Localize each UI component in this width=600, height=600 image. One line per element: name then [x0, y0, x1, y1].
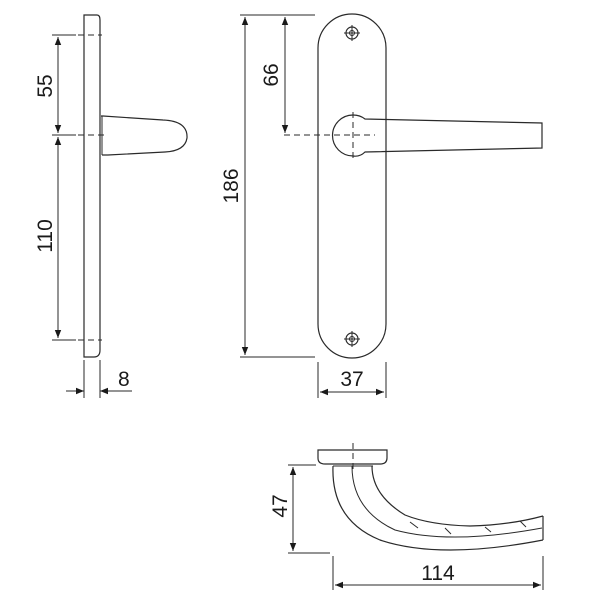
dim-label-110: 110 [34, 219, 57, 252]
front-backplate [317, 13, 387, 359]
screw-icon-top [344, 25, 360, 41]
side-backplate [83, 14, 101, 358]
top-rosette [317, 449, 388, 465]
dim-label-186: 186 [220, 168, 243, 203]
dim-label-47: 47 [269, 494, 292, 517]
dim-label-37: 37 [340, 368, 363, 391]
top-lever-outer [332, 465, 544, 551]
dim-label-8: 8 [118, 368, 130, 391]
screw-icon-bottom [344, 331, 360, 347]
front-lever [331, 114, 543, 157]
side-lever [101, 115, 188, 156]
front-view: 186 66 37 [220, 13, 543, 398]
top-lever-inner [371, 465, 544, 527]
dim-label-114: 114 [421, 562, 455, 585]
side-view: 55 110 8 [34, 14, 188, 398]
top-view: 47 114 [269, 443, 544, 590]
dim-label-66: 66 [260, 63, 283, 86]
dim-label-55: 55 [34, 74, 57, 97]
